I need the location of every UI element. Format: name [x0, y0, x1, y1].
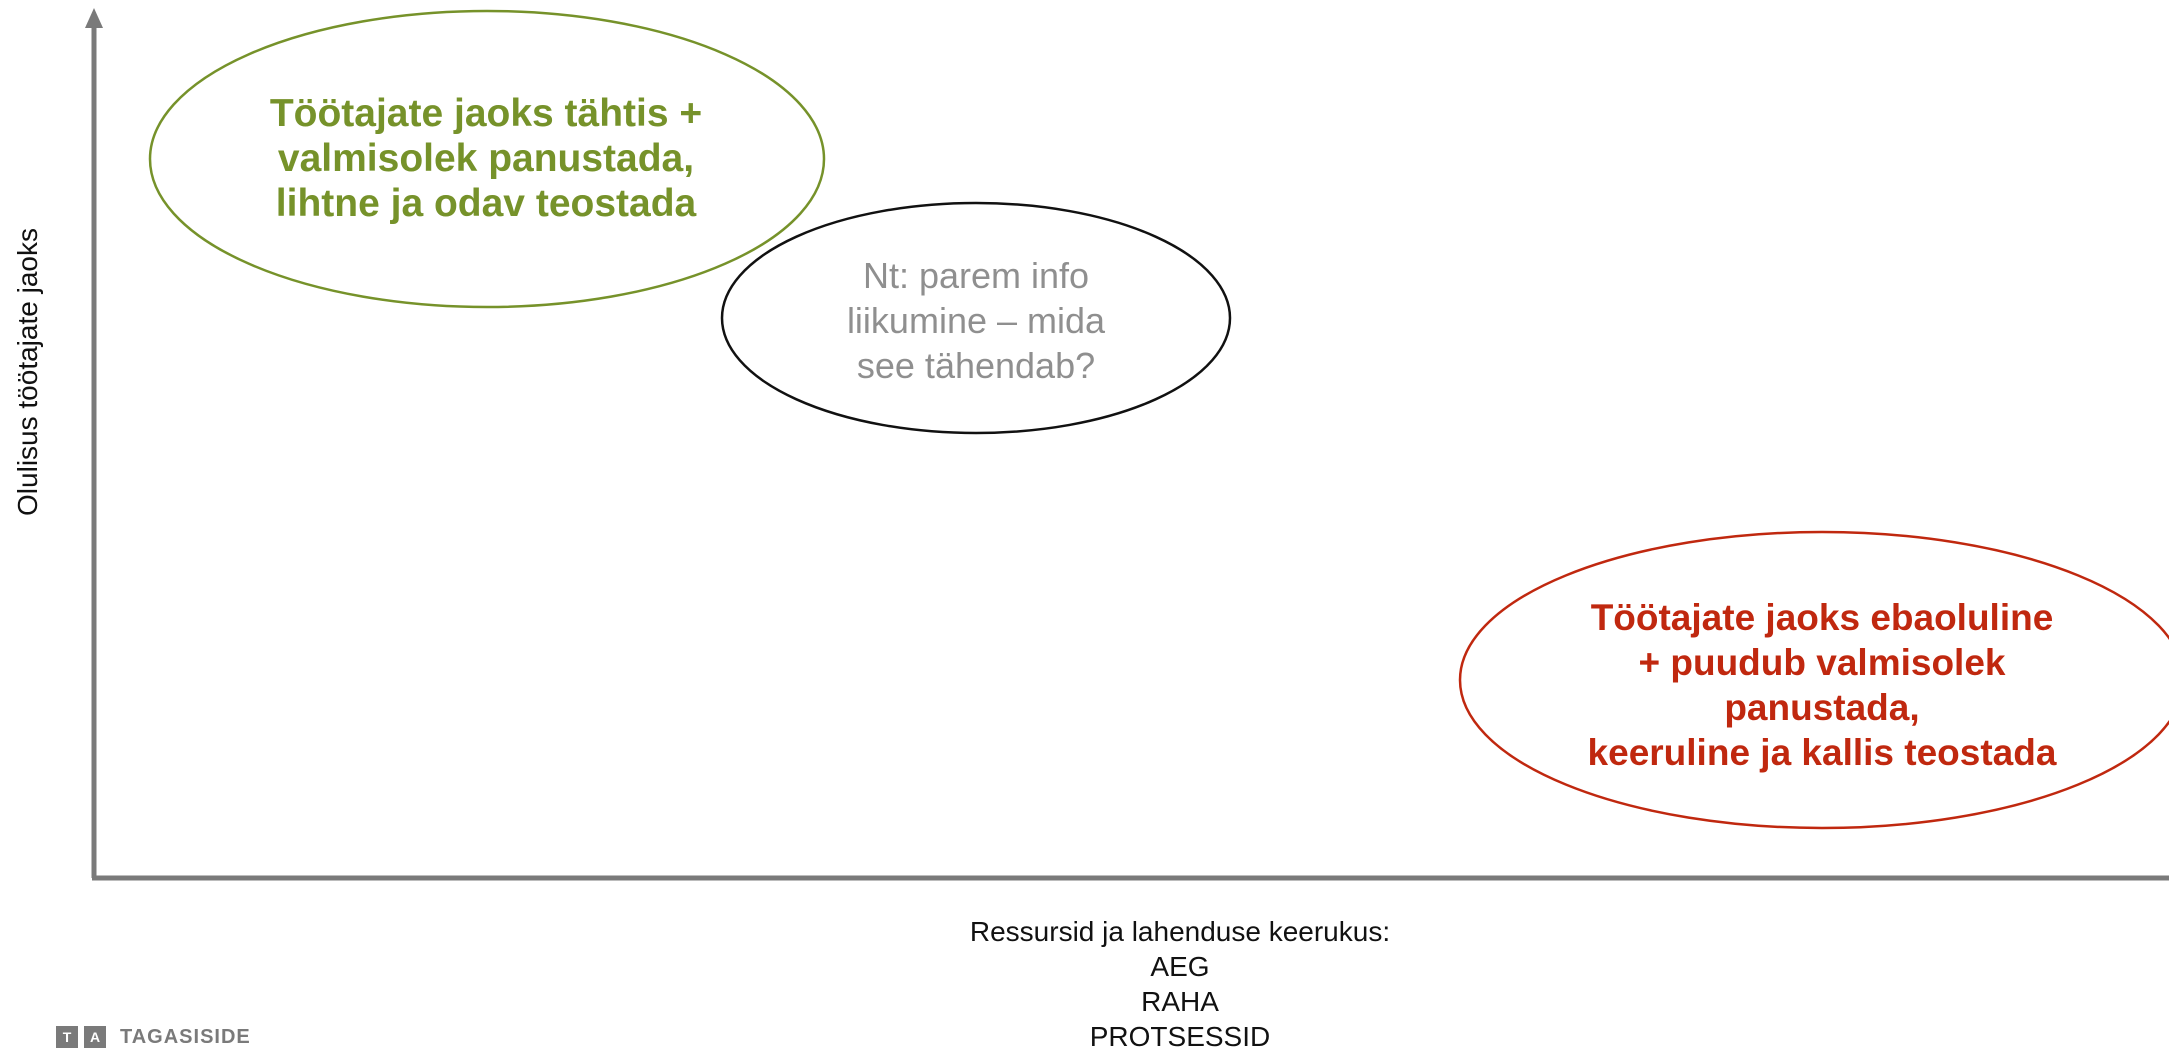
logo-box-t: T — [56, 1026, 78, 1048]
green-ellipse — [148, 9, 826, 309]
red-bubble-line: Töötajate jaoks ebaoluline — [1590, 597, 2054, 638]
red-bubble-line: keeruline ja kallis teostada — [1587, 732, 2057, 773]
logo-text: TAGASISIDE — [120, 1025, 251, 1048]
x-axis-label-line: PROTSESSID — [1089, 1021, 1271, 1049]
red-ellipse — [1458, 530, 2169, 830]
grey-bubble-line: see tähendab? — [856, 344, 1096, 386]
red-bubble-line: panustada, — [1724, 687, 1920, 728]
green-bubble-line: Töötajate jaoks tähtis + — [269, 91, 703, 135]
x-axis-label: Ressursid ja lahenduse keerukus: AEG RAH… — [860, 914, 1500, 1049]
red-bubble-line: + puudub valmisolek — [1638, 642, 2006, 683]
x-axis-label-line: AEG — [1150, 951, 1210, 982]
green-bubble-text: Töötajate jaoks tähtis + valmisolek panu… — [166, 88, 806, 228]
grey-bubble-line: liikumine – mida — [846, 299, 1106, 341]
y-axis-arrow — [85, 8, 103, 28]
red-bubble-text: Töötajate jaoks ebaoluline + puudub valm… — [1502, 590, 2142, 780]
x-axis-label-line: Ressursid ja lahenduse keerukus: — [969, 916, 1391, 947]
x-axis-label-line: RAHA — [1141, 986, 1219, 1017]
grey-bubble-text: Nt: parem info liikumine – mida see tähe… — [776, 250, 1176, 390]
tagasiside-logo: T A TAGASISIDE — [56, 1026, 251, 1048]
green-bubble-line: valmisolek panustada, — [277, 136, 695, 180]
grey-ellipse — [720, 201, 1232, 435]
green-bubble-line: lihtne ja odav teostada — [275, 181, 697, 225]
logo-box-a: A — [84, 1026, 106, 1048]
y-axis-label: Olulisus töötajate jaoks — [12, 228, 43, 516]
grey-bubble-line: Nt: parem info — [862, 254, 1090, 296]
